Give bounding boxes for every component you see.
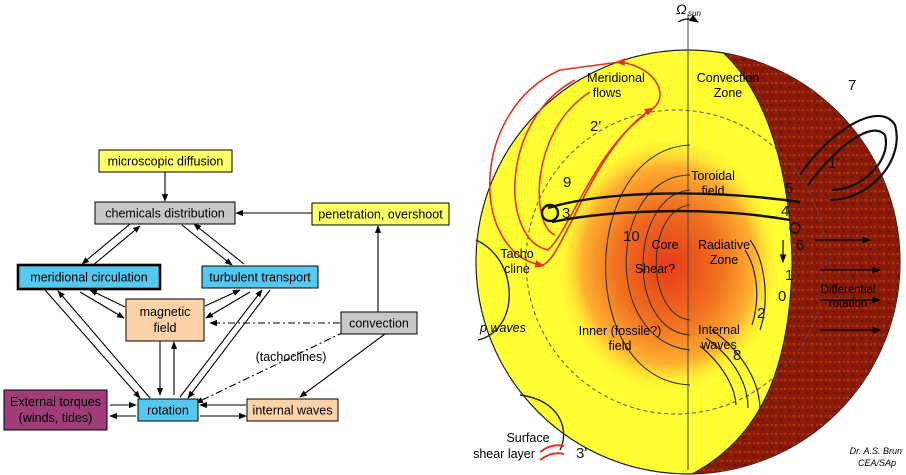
arrow-turb-to-magnetic [205, 291, 251, 319]
node-penetration-overshoot: penetration, overshoot [311, 202, 450, 226]
magnetic-field-label-line1: magnetic [140, 305, 191, 319]
differential-rotation-label-1: Differential [821, 284, 876, 296]
rotation-label: rotation [147, 404, 189, 418]
chemicals-distribution-label: chemicals distribution [105, 207, 225, 221]
marker-7: 7 [848, 77, 856, 94]
node-convection: convection [340, 311, 418, 335]
internal-waves-label: internal waves [253, 404, 333, 418]
surface-shear-label-2: shear layer [473, 447, 535, 461]
internal-wave-arcs [699, 239, 766, 411]
marker-3: 3 [562, 205, 570, 222]
arrow-rotation-to-turb [179, 289, 263, 398]
node-internal-waves: internal waves [246, 398, 339, 422]
node-magnetic-field: magnetic field [125, 298, 205, 342]
external-torques-label-line2: (winds, tides) [19, 411, 93, 425]
flowchart: microscopic diffusion chemicals distribu… [3, 149, 450, 431]
p-waves-label: p waves [479, 321, 526, 335]
arrow-turb-to-chem-b [193, 223, 245, 265]
penetration-overshoot-label: penetration, overshoot [318, 208, 443, 222]
radiative-zone-label-2: Zone [710, 253, 739, 267]
marker-9: 9 [563, 174, 571, 191]
marker-10: 10 [623, 228, 640, 245]
meridional-flows-label-2: flows [593, 86, 621, 100]
surface-shear-label-1: Surface [506, 431, 549, 445]
node-chemicals-distribution: chemicals distribution [94, 201, 236, 225]
differential-rotation-label-2: rotation [829, 298, 867, 310]
marker-6: 6 [796, 237, 804, 254]
magnetic-field-label-line2: field [154, 321, 177, 335]
convection-zone-label-1: Convection [697, 71, 760, 85]
core-label: Core [651, 238, 678, 252]
node-rotation: rotation [137, 398, 199, 422]
arrow-chem-to-turb-a [181, 224, 233, 266]
marker-3-prime: 3' [576, 445, 587, 462]
external-torques-label-line1: External torques [10, 395, 101, 409]
marker-0: 0 [778, 288, 786, 305]
marker-8: 8 [733, 347, 741, 364]
internal-waves-zone-label-2: waves [700, 338, 736, 352]
arrow-merid-to-chem-b [91, 225, 141, 267]
surface-shear-marks [539, 444, 565, 461]
sun-diagram: Ω sun Meridional flows Convection Zone T… [473, 1, 902, 475]
marker-4: 4 [781, 203, 789, 220]
meridional-circulation-label: meridional circulation [30, 271, 147, 285]
tachocline-boundary [525, 109, 827, 415]
flow-arrows [44, 172, 386, 420]
arrow-turb-to-rotation [187, 289, 271, 399]
convection-zone-label-2: Zone [714, 86, 743, 100]
convection-label: convection [349, 317, 409, 331]
tacho-cline-label-2: cline [504, 262, 530, 276]
node-turbulent-transport: turbulent transport [201, 265, 319, 289]
omega-symbol: Ω [676, 1, 687, 17]
marker-1: 1 [785, 267, 793, 284]
arrow-convection-to-rotation [195, 331, 345, 404]
node-microscopic-diffusion: microscopic diffusion [98, 149, 233, 173]
shear-label: Shear? [635, 262, 675, 276]
toroidal-field-label-2: field [702, 184, 725, 198]
flux-tube-loop [799, 114, 898, 202]
meridional-flows-label-1: Meridional [587, 71, 645, 85]
marker-1-prime: 1' [828, 155, 839, 172]
tachoclines-label: (tachoclines) [256, 350, 327, 364]
meridional-flow-loops [489, 62, 661, 265]
marker-2: 2 [757, 305, 765, 322]
omega-subscript: sun [688, 9, 701, 18]
microscopic-diffusion-label: microscopic diffusion [108, 155, 224, 169]
toroidal-field-label-1: Toroidal [691, 169, 735, 183]
arrow-rotation-to-merid [57, 290, 151, 399]
radiative-zone-label-1: Radiative [698, 238, 750, 252]
arrow-convection-to-waves [299, 333, 386, 398]
credit-label-1: Dr. A.S. Brun [850, 446, 902, 456]
toroidal-field-lines [540, 192, 801, 234]
arrow-chem-to-merid-a [81, 223, 131, 265]
p-wave-arcs [475, 239, 565, 451]
internal-waves-zone-label-1: Internal [698, 323, 740, 337]
arrow-magnetic-to-merid [89, 289, 126, 308]
arrow-merid-to-magnetic [79, 291, 125, 319]
marker-2-prime: 2' [590, 118, 601, 135]
node-external-torques: External torques (winds, tides) [3, 389, 108, 431]
arrow-merid-to-rotation [44, 289, 141, 399]
turbulent-transport-label: turbulent transport [209, 271, 311, 285]
node-meridional-circulation: meridional circulation [16, 263, 162, 291]
tacho-cline-label-1: Tacho [500, 247, 533, 261]
inner-field-label-2: field [609, 339, 632, 353]
sun-number-markers: 0 1 1' 2 2' 3 3' 4 5 6 7 8 9 10 [562, 77, 856, 462]
inner-field-label-1: Inner (fossile?) [579, 324, 662, 338]
marker-5: 5 [785, 180, 793, 197]
omega-arrow [677, 14, 699, 23]
differential-rotation-arrows [779, 236, 881, 334]
arrow-magnetic-to-turb [204, 289, 241, 307]
credit-label-2: CEA/SAp [858, 458, 896, 468]
sun-zone-labels: Meridional flows Convection Zone Toroida… [473, 71, 902, 468]
